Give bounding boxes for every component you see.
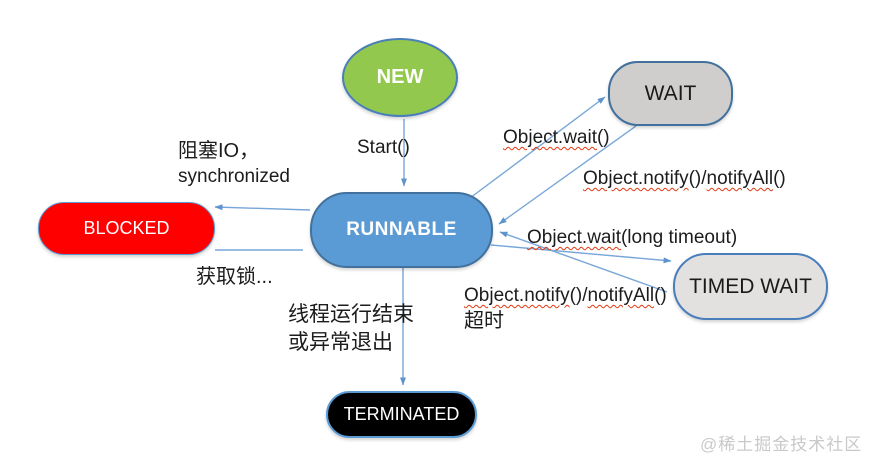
edge-label-acquire-lock: 获取锁... <box>196 264 273 290</box>
edge-label-object-wait-text: Object.wait() <box>503 127 610 148</box>
edge-label-object-notify-bottom: Object.notify()/notifyAll() 超时 <box>464 283 667 334</box>
edge-label-terminate-line2: 或异常退出 <box>288 331 393 354</box>
edge-label-blocking-io-line2: synchronized <box>178 166 290 187</box>
edge-label-blocking-io: 阻塞IO， synchronized <box>178 138 290 190</box>
edge-label-start: Start() <box>357 135 410 160</box>
arrow-runnable-to-blocked <box>214 204 311 211</box>
edge-label-start-text: Start() <box>357 137 410 158</box>
edge-label-acquire-lock-text: 获取锁... <box>196 266 273 288</box>
state-label-timed-wait: TIMED WAIT <box>689 274 812 298</box>
state-label-new: NEW <box>376 66 424 88</box>
edge-label-object-notify-bottom-line2: 超时 <box>464 310 504 332</box>
edge-label-object-wait: Object.wait() <box>503 125 610 150</box>
edge-label-object-notify-bottom-line1: Object.notify()/notifyAll() <box>464 285 667 306</box>
state-node-runnable: RUNNABLE <box>310 192 493 268</box>
state-node-timed-wait: TIMED WAIT <box>673 253 828 320</box>
edge-label-object-notify-top-text: Object.notify()/notifyAll() <box>583 168 786 189</box>
state-label-blocked: BLOCKED <box>83 218 170 238</box>
state-label-runnable: RUNNABLE <box>346 219 457 240</box>
state-label-wait: WAIT <box>644 81 697 105</box>
state-node-wait: WAIT <box>608 61 733 126</box>
watermark: @稀土掘金技术社区 <box>700 435 863 454</box>
edge-label-object-wait-long-timeout: Object.wait(long timeout) <box>527 225 737 250</box>
edge-label-blocking-io-line1: 阻塞IO， <box>178 140 260 162</box>
state-node-blocked: BLOCKED <box>38 202 215 255</box>
edge-label-object-wait-long-timeout-text: Object.wait(long timeout) <box>527 227 738 248</box>
state-label-terminated: TERMINATED <box>343 404 460 424</box>
edge-label-terminate: 线程运行结束 或异常退出 <box>288 301 414 357</box>
edge-label-terminate-line1: 线程运行结束 <box>288 303 414 326</box>
edge-label-object-notify-top: Object.notify()/notifyAll() <box>583 166 786 191</box>
state-node-terminated: TERMINATED <box>326 391 477 438</box>
state-node-new: NEW <box>342 38 458 117</box>
